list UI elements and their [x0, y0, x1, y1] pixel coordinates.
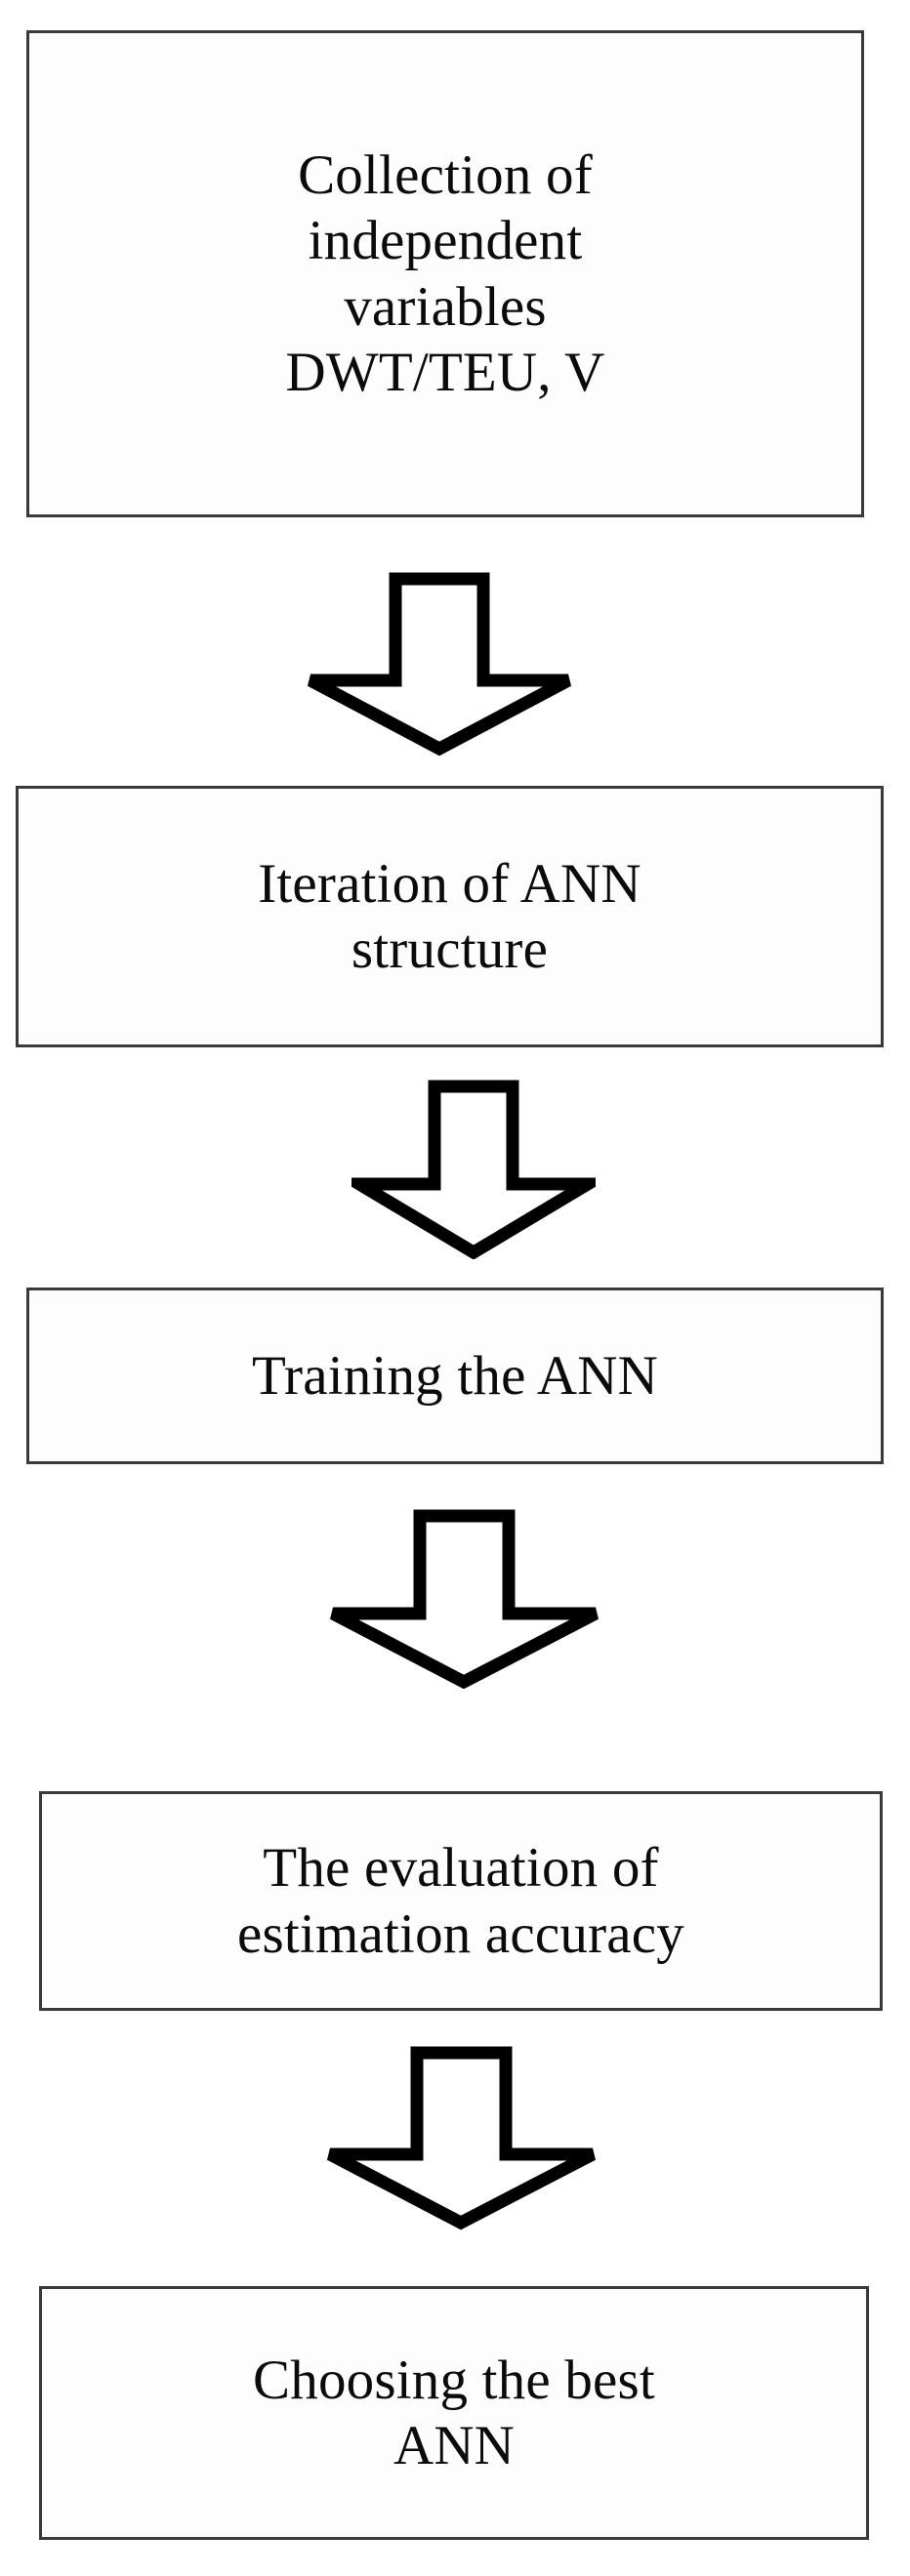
- block-arrow-down-icon: [322, 2045, 600, 2230]
- flow-node-label: Iteration of ANN structure: [258, 852, 641, 980]
- block-arrow-down-icon: [352, 1079, 596, 1259]
- flow-node-label: Collection of independent variables DWT/…: [285, 144, 605, 403]
- block-arrow-down-icon: [325, 1508, 603, 1689]
- flow-node-evaluation-of-estimation-accuracy: The evaluation of estimation accuracy: [39, 1791, 883, 2011]
- flow-node-iteration-of-ann-structure: Iteration of ANN structure: [16, 786, 884, 1047]
- flow-node-label: The evaluation of estimation accuracy: [237, 1837, 684, 1965]
- flow-node-label: Choosing the best ANN: [253, 2349, 655, 2476]
- flow-node-choosing-the-best-ann: Choosing the best ANN: [39, 2286, 869, 2540]
- flow-node-training-the-ann: Training the ANN: [26, 1288, 884, 1464]
- block-arrow-down-icon: [303, 571, 576, 756]
- flow-node-label: Training the ANN: [252, 1344, 658, 1407]
- flow-node-collection-of-independent-variables: Collection of independent variables DWT/…: [26, 30, 864, 517]
